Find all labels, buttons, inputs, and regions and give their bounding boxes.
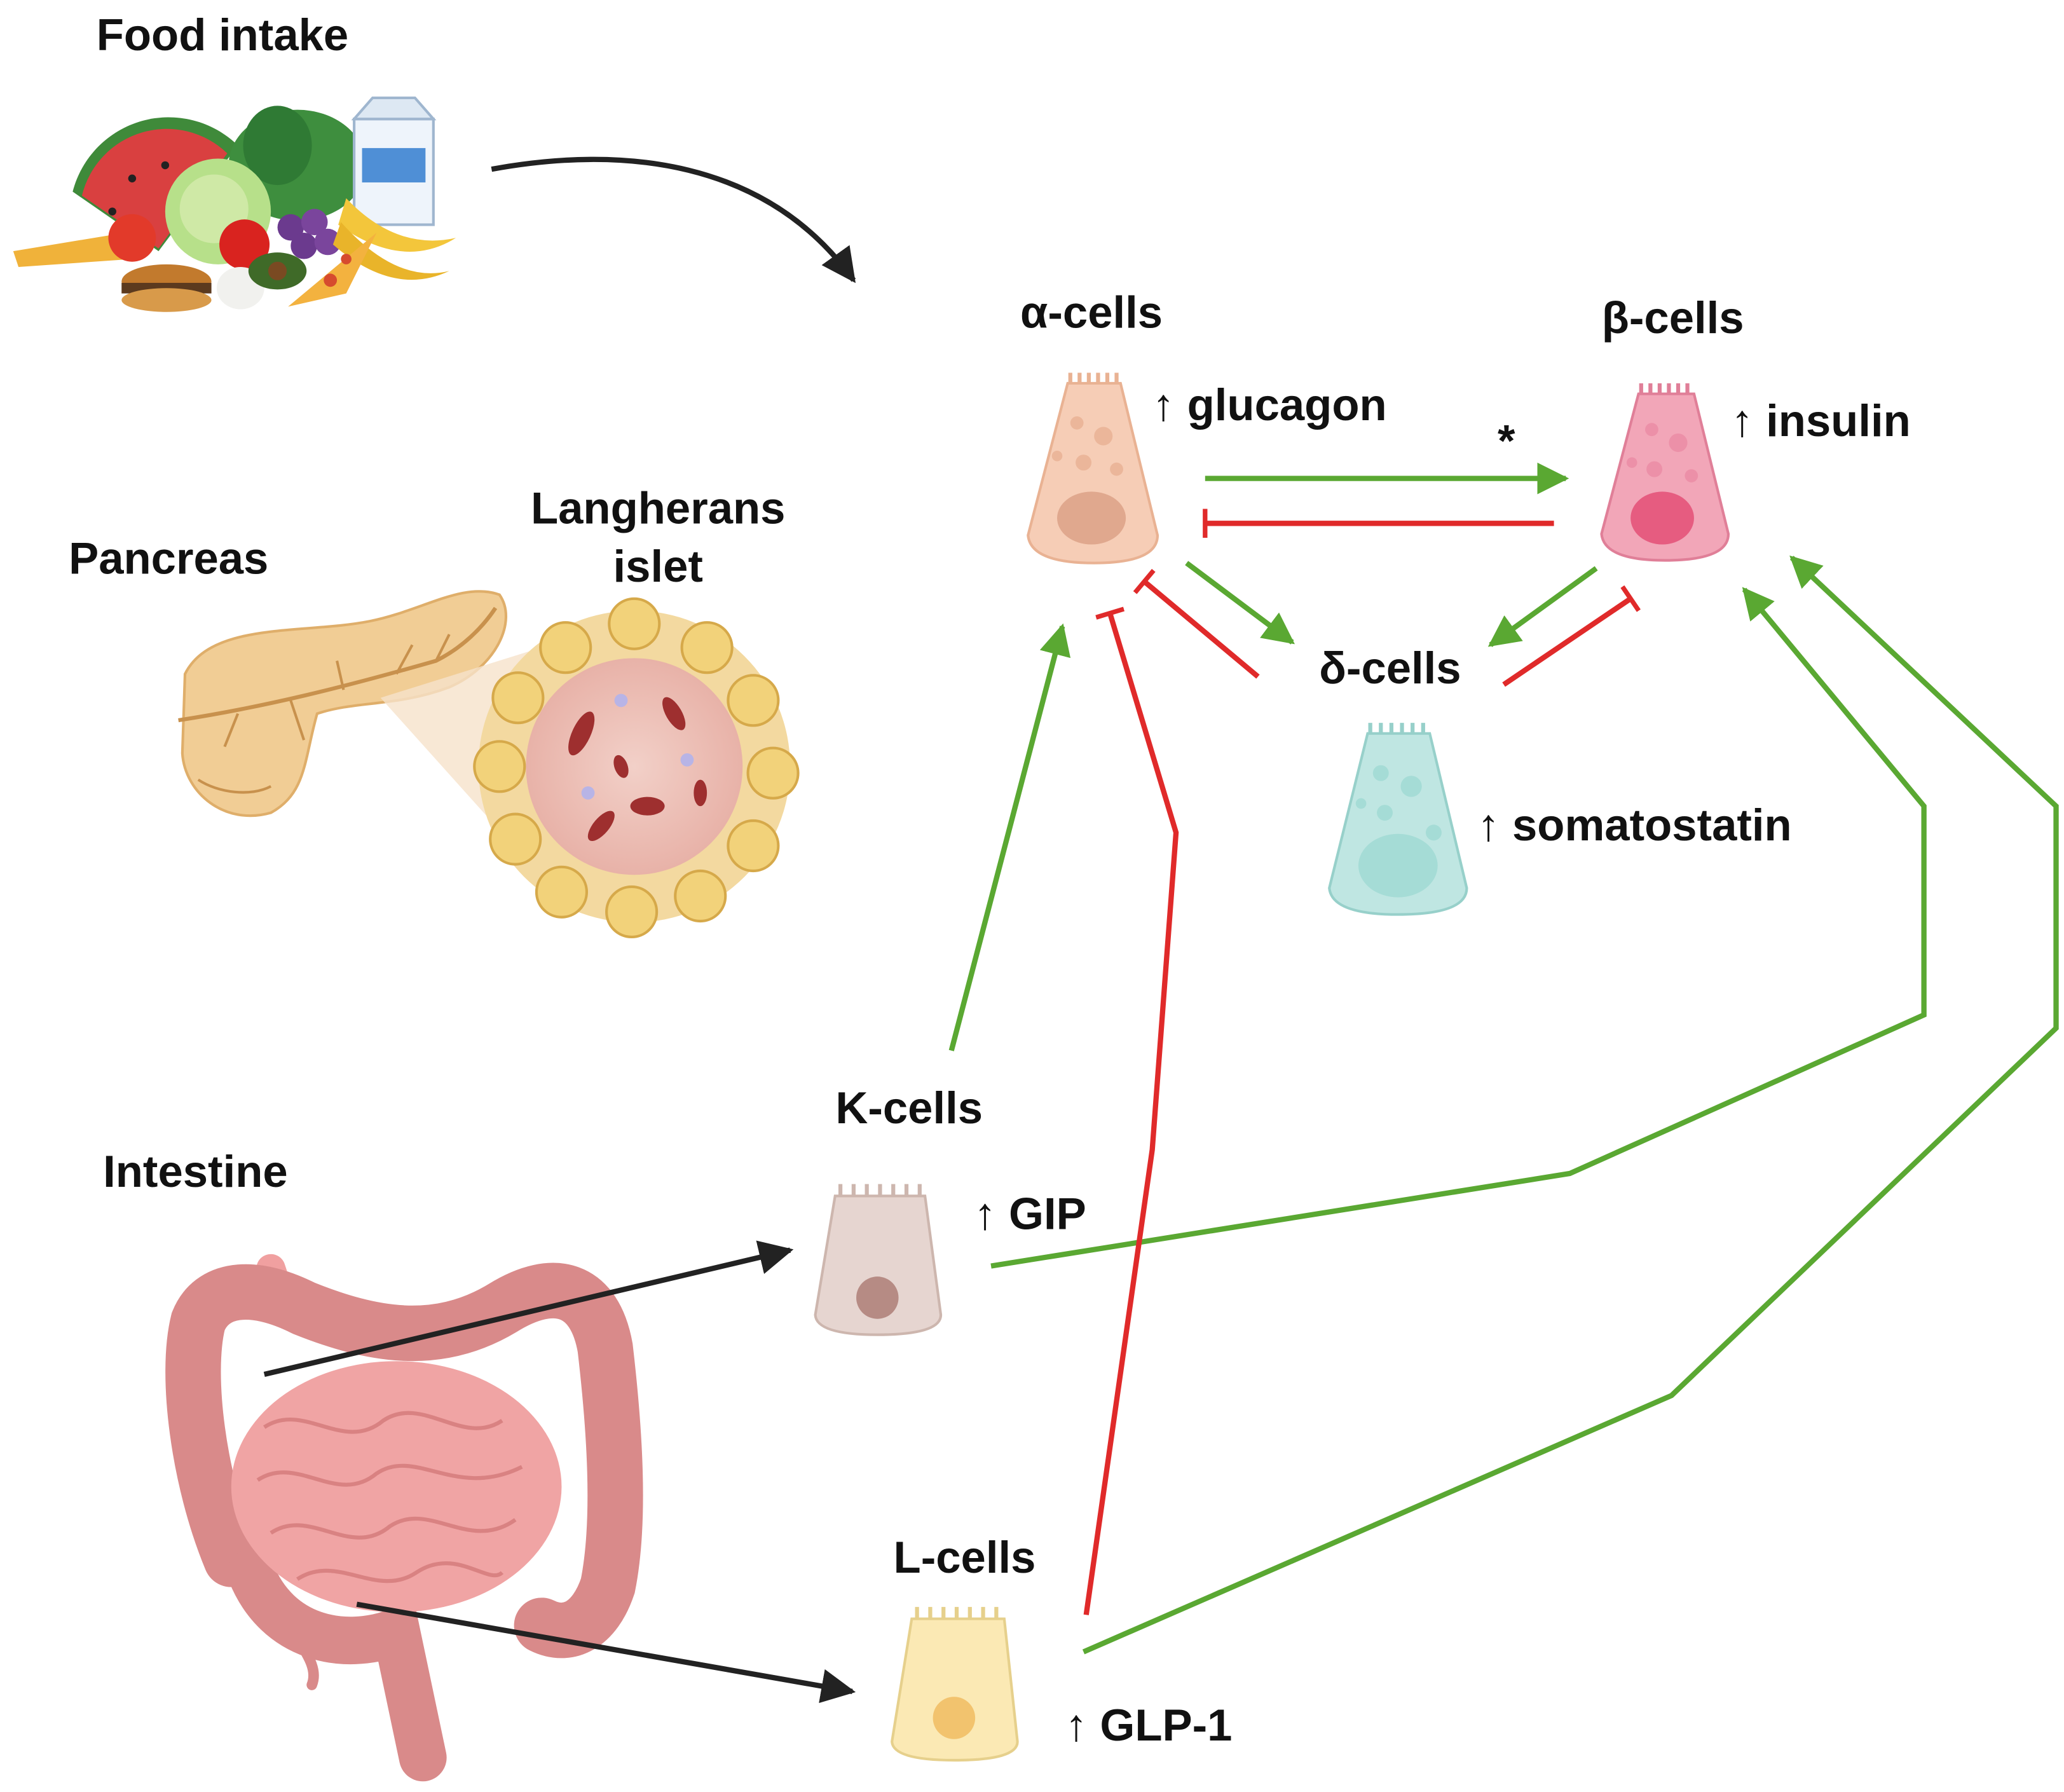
islet-label-line2: islet [613,541,703,591]
gip-label: ↑ GIP [974,1188,1086,1238]
asterisk-mark: * [1498,415,1515,465]
intestine-to-k-cells-arrow [263,1240,794,1378]
l-cells-label: L-cells [894,1532,1036,1582]
glp1-to-alpha-inhibition [1083,606,1179,1615]
food-to-islet-arrow [491,156,856,284]
intestine-label: Intestine [103,1146,288,1196]
beta-to-delta-stimulation [1487,566,1598,647]
k-cell [814,1184,943,1336]
delta-to-alpha-inhibition [1133,568,1260,679]
l-cell [891,1606,1019,1762]
gip-to-alpha-stimulation [948,623,1071,1051]
beta-cells-label: β-cells [1602,292,1744,343]
alpha-cell [1027,373,1159,564]
langherans-islet-illustration [473,597,800,939]
islet-label-line1: Langherans [531,482,785,533]
food-illustration [13,96,456,312]
alpha-cells-label: α-cells [1020,287,1163,338]
pancreas-label: Pancreas [69,533,268,583]
beta-cell [1600,383,1730,562]
glucagon-label: ↑ glucagon [1152,380,1387,430]
food-intake-label: Food intake [97,10,348,60]
intestine-to-l-cells-arrow [356,1601,856,1704]
delta-to-beta-inhibition [1502,585,1641,687]
k-cells-label: K-cells [835,1083,983,1133]
alpha-to-delta-stimulation [1185,561,1295,645]
intestine-illustration [165,1254,643,1782]
gip-to-beta-stimulation [990,587,1927,1269]
delta-cells-label: δ-cells [1319,643,1461,693]
pancreas-illustration [178,590,507,817]
somatostatin-label: ↑ somatostatin [1477,800,1792,850]
glp1-label: ↑ GLP-1 [1065,1700,1232,1750]
insulin-label: ↑ insulin [1731,395,1911,446]
delta-cell [1328,723,1468,916]
glp1-to-beta-stimulation [1082,555,2059,1655]
